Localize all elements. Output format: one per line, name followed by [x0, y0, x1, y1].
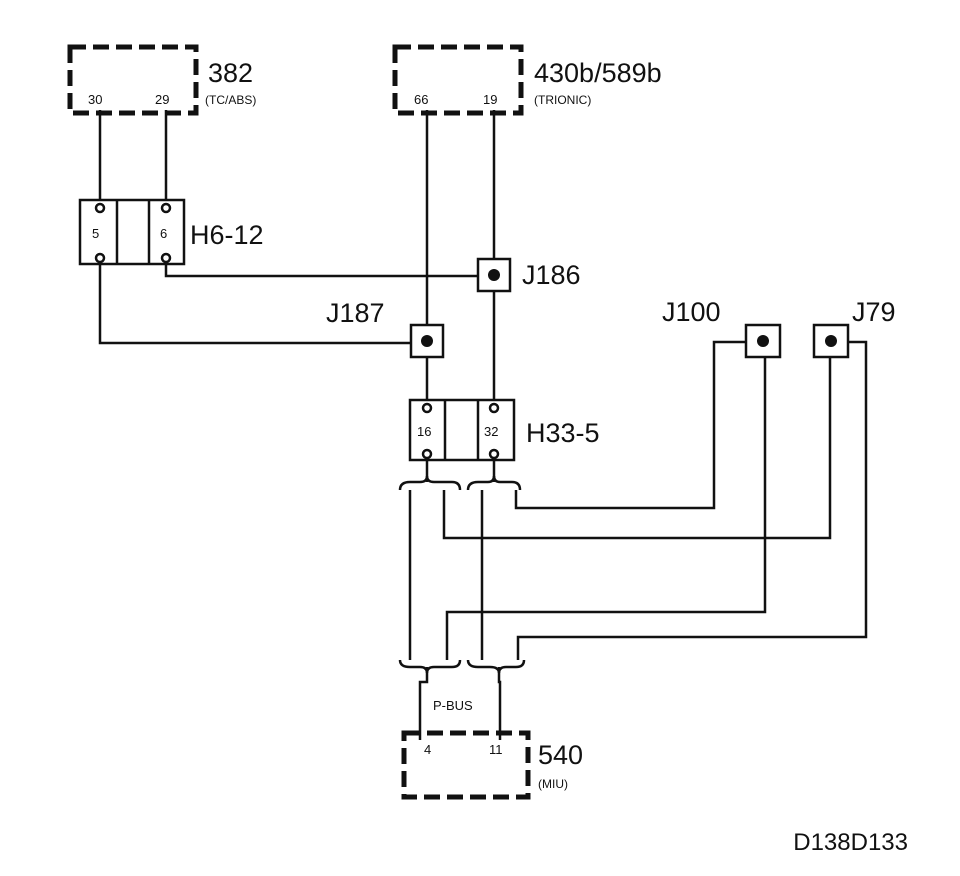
module-382-desc: (TC/ABS)	[205, 93, 256, 107]
connector-h6-12: 5 6 H6-12	[78, 198, 264, 266]
wire-bus-j79-return	[516, 340, 868, 660]
module-430b-pin-66: 66	[414, 92, 428, 107]
wire-h6-5-j187	[98, 258, 427, 345]
braces	[398, 475, 526, 674]
junction-j187-label: J187	[326, 298, 385, 328]
connector-h6-12-contact	[160, 202, 172, 214]
connector-h6-12-pin-6: 6	[160, 226, 167, 241]
module-540-pin-4: 4	[424, 742, 431, 757]
figure-code: D138D133	[793, 829, 908, 856]
module-540: 4 11 540 (MIU)	[401, 730, 583, 800]
junction-j100: J100	[662, 297, 782, 359]
junction-j186-dot	[488, 269, 500, 281]
module-540-id: 540	[538, 740, 583, 770]
module-430b: 66 19 430b/589b (TRIONIC)	[392, 44, 662, 116]
p-bus-label: P-BUS	[433, 698, 473, 713]
wire-bus-j100	[514, 340, 762, 510]
module-430b-id: 430b/589b	[534, 58, 662, 88]
junction-j186-label: J186	[522, 260, 581, 290]
brace-bottom-left	[398, 659, 462, 674]
connector-h6-12-id: H6-12	[190, 220, 264, 250]
wire-540-4	[418, 667, 429, 740]
brace-top-left	[398, 475, 462, 491]
connector-h33-5: 16 32 H33-5	[408, 398, 600, 462]
junction-j100-dot	[757, 335, 769, 347]
junction-j79-label: J79	[852, 297, 896, 327]
module-382: 30 29 382 (TC/ABS)	[67, 44, 256, 116]
wire-540-11	[497, 667, 502, 740]
module-540-desc: (MIU)	[538, 777, 568, 791]
junction-j186: J186	[476, 257, 581, 293]
module-382-pin-29: 29	[155, 92, 169, 107]
connector-h33-5-id: H33-5	[526, 418, 600, 448]
wires	[98, 110, 868, 740]
module-540-outline	[401, 730, 531, 800]
connector-h33-5-contact	[488, 402, 500, 414]
brace-bottom-right	[466, 659, 526, 674]
junction-j187: J187	[326, 298, 445, 359]
module-382-outline	[67, 44, 199, 116]
module-430b-pin-19: 19	[483, 92, 497, 107]
wire-bus-j79	[442, 342, 832, 540]
module-430b-outline	[392, 44, 524, 116]
module-540-pin-11: 11	[489, 742, 503, 757]
connector-h33-5-pin-16: 16	[417, 424, 431, 439]
module-382-id: 382	[208, 58, 253, 88]
connector-h33-5-contact	[421, 448, 433, 460]
junction-j100-label: J100	[662, 297, 721, 327]
connector-h33-5-contact	[421, 402, 433, 414]
module-382-pin-30: 30	[88, 92, 102, 107]
junction-j79-dot	[825, 335, 837, 347]
junction-j79: J79	[812, 297, 896, 359]
junction-j187-dot	[421, 335, 433, 347]
wire-bus-j100-return	[445, 342, 767, 660]
junction-j187-box	[409, 323, 445, 359]
connector-h6-12-contact	[94, 252, 106, 264]
brace-top-right	[466, 475, 522, 491]
wire-h6-6-j186	[164, 258, 494, 278]
connector-h6-12-contact	[160, 252, 172, 264]
module-430b-desc: (TRIONIC)	[534, 93, 591, 107]
connector-h33-5-pin-32: 32	[484, 424, 498, 439]
connector-h6-12-contact	[94, 202, 106, 214]
connector-h6-12-pin-5: 5	[92, 226, 99, 241]
connector-h33-5-contact	[488, 448, 500, 460]
